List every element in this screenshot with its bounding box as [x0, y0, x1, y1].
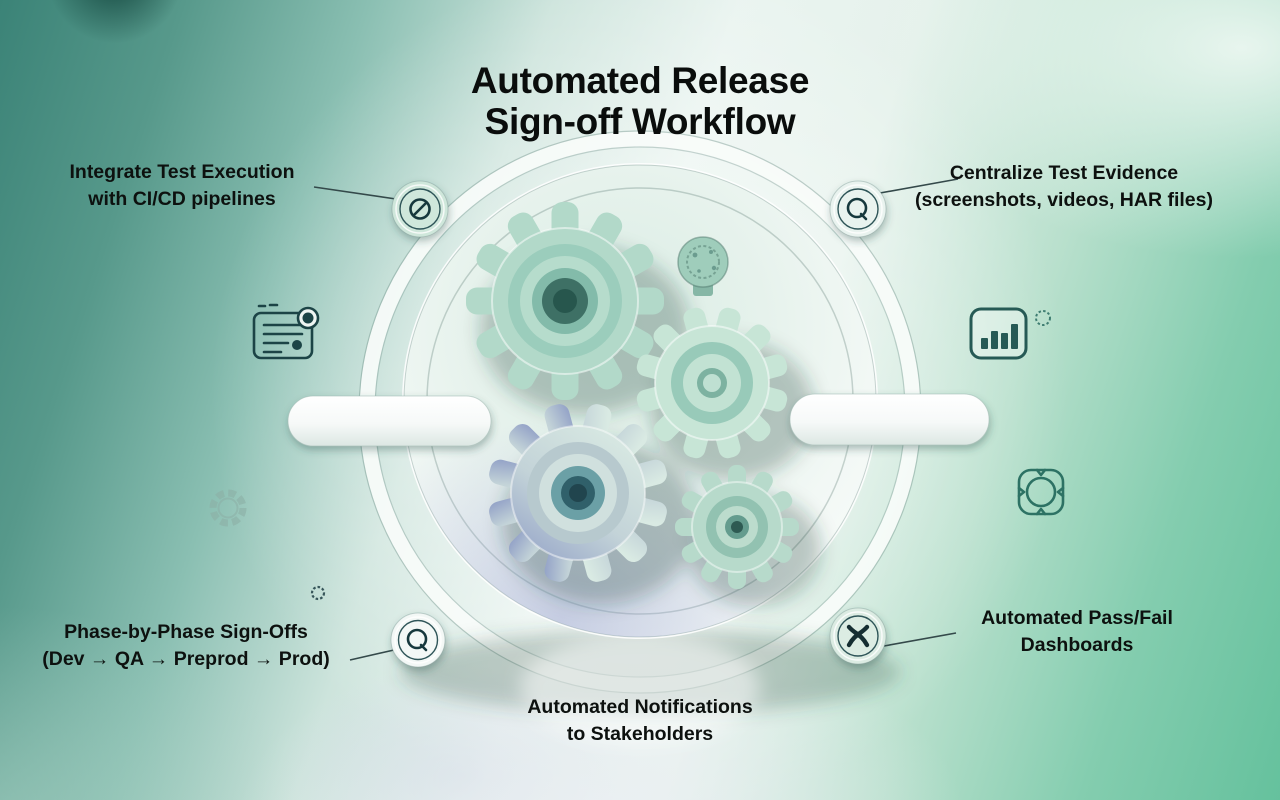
label-line: Automated Notifications: [527, 696, 753, 718]
bar-chart-icon: [969, 307, 1051, 360]
label-line: Integrate Test Execution: [69, 161, 295, 183]
connector-bottom-left: [349, 649, 395, 661]
faint-gear-icon: [209, 489, 247, 527]
label-line: (screenshots, videos, HAR files): [914, 189, 1213, 211]
magnifier-q-icon: [406, 628, 428, 652]
label-line: Centralize Test Evidence: [949, 162, 1179, 184]
gear-outline-icon: [1017, 468, 1065, 516]
crossed-arrows-icon: [846, 624, 870, 648]
report-document-icon: [252, 303, 320, 360]
badge-top-left: [391, 180, 449, 238]
label-line: Phase-by-Phase Sign-Offs: [64, 621, 308, 643]
connector-bottom-right: [883, 632, 957, 647]
title-line-1: Automated Release: [470, 60, 810, 101]
label-phase-by-phase-sign-offs: Phase-by-Phase Sign-Offs (Dev → QA → Pre…: [10, 619, 362, 673]
connector-lines: [313, 178, 959, 661]
label-line: with CI/CD pipelines: [88, 188, 276, 210]
gear-bottom-left: [489, 404, 667, 582]
label-integrate-test-execution: Integrate Test Execution with CI/CD pipe…: [14, 159, 350, 213]
badge-top-right: [829, 180, 887, 238]
connector-top-left: [313, 186, 397, 200]
connector-top-right: [879, 178, 959, 194]
gear-right: [636, 307, 788, 459]
label-centralize-test-evidence: Centralize Test Evidence (screenshots, v…: [882, 160, 1246, 214]
gear-bottom-right: [675, 465, 799, 589]
label-line: Automated Pass/Fail: [981, 607, 1173, 629]
label-line: to Stakeholders: [566, 723, 714, 745]
gear-top-left: [466, 202, 664, 400]
label-line: Dashboards: [1020, 634, 1134, 656]
slashed-circle-icon: [409, 198, 431, 220]
pill-left: [287, 395, 492, 447]
pill-right: [789, 393, 990, 446]
badge-bottom-right: [829, 607, 887, 665]
title-line-2: Sign-off Workflow: [484, 101, 796, 142]
mini-gear-icon: [310, 585, 326, 601]
pedestal-glow: [520, 633, 760, 743]
knob: [677, 236, 729, 296]
magnifier-q-icon: [846, 197, 868, 221]
mini-gear-icon: [1035, 310, 1051, 326]
label-line: (Dev → QA → Preprod → Prod): [42, 648, 330, 670]
label-automated-notifications: Automated Notifications to Stakeholders: [468, 694, 812, 748]
label-automated-pass-fail-dashboards: Automated Pass/Fail Dashboards: [925, 605, 1229, 659]
badge-bottom-left: [390, 612, 446, 668]
page-title: Automated Release Sign-off Workflow: [340, 60, 940, 142]
